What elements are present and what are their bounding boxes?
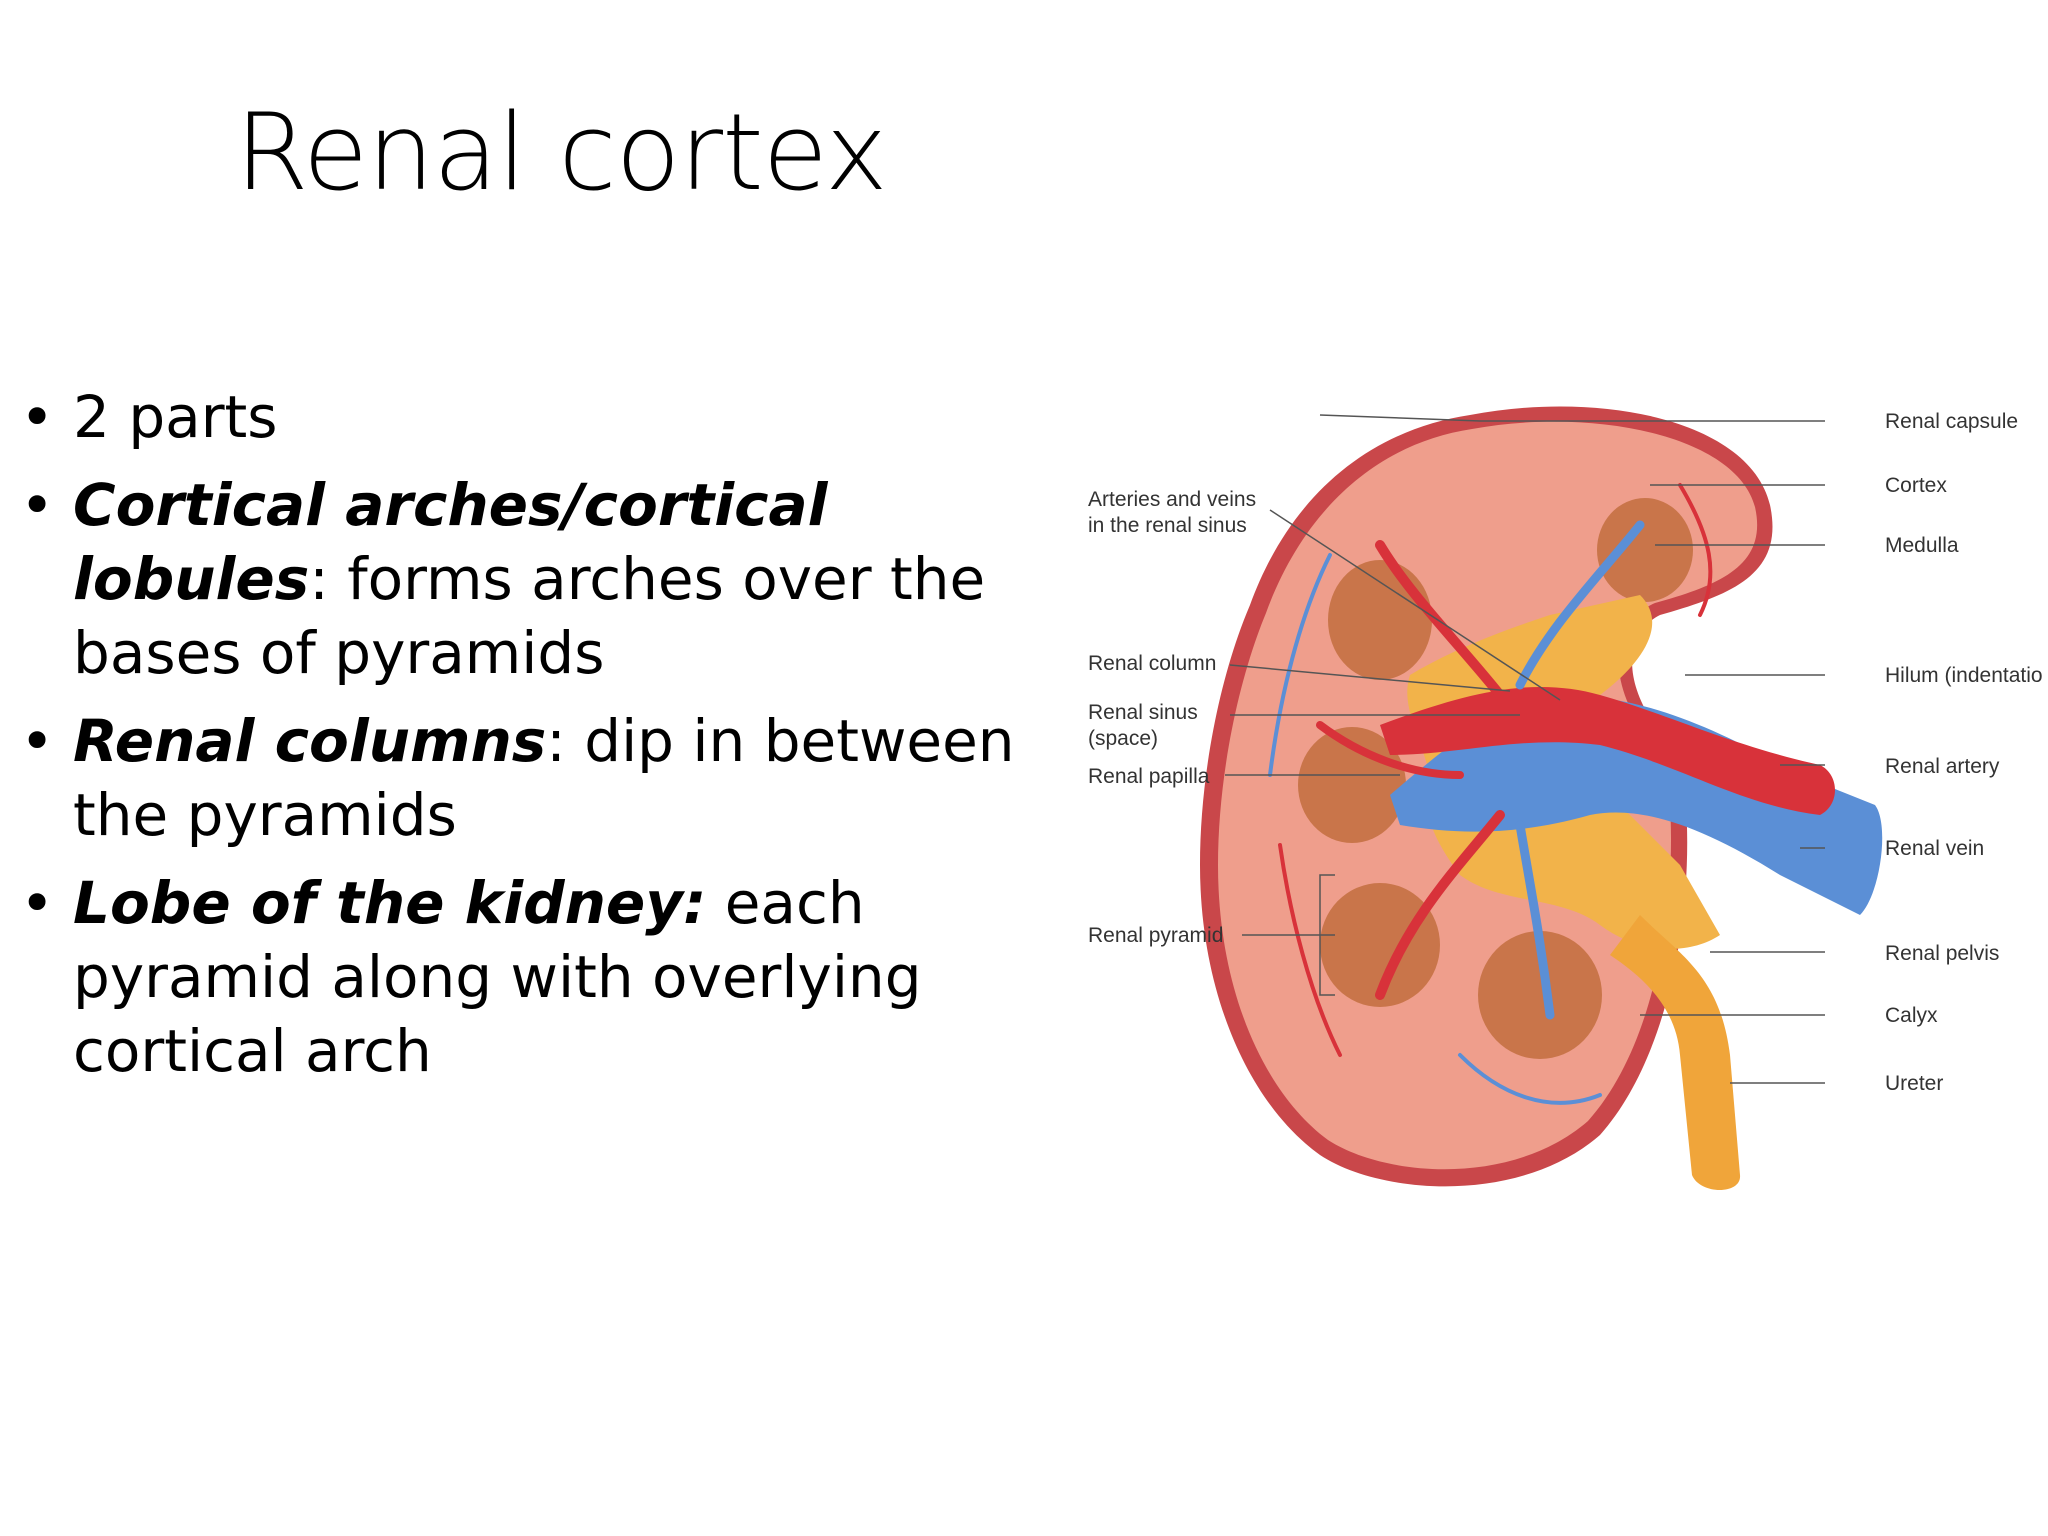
bullet-separator: : [309, 545, 329, 613]
label-renal-column: Renal column [1088, 652, 1216, 675]
bullet-term: Renal columns [73, 707, 547, 775]
renal-pyramid-shape [1328, 560, 1432, 680]
label-medulla: Medulla [1885, 534, 1959, 557]
bullet-term: Cortical arches/cortical lobules [73, 471, 828, 613]
bullet-item: • 2 parts [20, 380, 1065, 454]
leader-lines [1225, 414, 1825, 1084]
bullet-text: dip in between the pyramids [73, 707, 1015, 849]
bullet-item: • Lobe of the kidney: each pyramid along… [20, 866, 1065, 1088]
label-ureter: Ureter [1885, 1072, 1943, 1095]
bullet-marker: • [20, 869, 55, 937]
label-cortex: Cortex [1885, 474, 1947, 497]
bullet-item: • Cortical arches/cortical lobules: form… [20, 468, 1065, 690]
label-renal-pelvis: Renal pelvis [1885, 942, 1999, 965]
vessel-branches [1268, 483, 1713, 1105]
kidney-diagram: Arteries and veins in the renal sinus Re… [1088, 406, 2043, 1190]
label-renal-sinus-line2: (space) [1088, 727, 1158, 750]
bullet-text: forms arches over the bases of pyramids [73, 545, 986, 687]
bullet-text: each pyramid along with overlying cortic… [73, 869, 922, 1085]
bullet-marker: • [20, 471, 55, 539]
label-calyx: Calyx [1885, 1004, 1938, 1027]
bullet-marker: • [20, 707, 55, 775]
label-arteries-veins: Arteries and veins [1088, 488, 1256, 511]
bullet-marker: • [20, 383, 55, 451]
slide-title: Renal cortex [235, 91, 888, 214]
bullet-term: Lobe of the kidney: [73, 869, 707, 937]
label-renal-papilla: Renal papilla [1088, 765, 1210, 788]
renal-artery-shape [1380, 686, 1835, 815]
bullet-item: • Renal columns: dip in between the pyra… [20, 704, 1065, 852]
label-renal-sinus: Renal sinus [1088, 701, 1198, 724]
label-renal-capsule: Renal capsule [1885, 410, 2018, 433]
label-renal-vein: Renal vein [1885, 837, 1984, 860]
renal-vein-shape [1390, 695, 1883, 915]
bullet-text: 2 parts [73, 383, 278, 451]
ureter-shape [1610, 915, 1741, 1190]
renal-pyramid-shape [1597, 498, 1693, 602]
bullet-separator: : [546, 707, 566, 775]
renal-pyramid-shape [1478, 931, 1602, 1059]
label-hilum: Hilum (indentatio [1885, 664, 2043, 687]
renal-pyramid-shape [1320, 883, 1440, 1007]
kidney-illustration: Arteries and veins in the renal sinus Re… [1080, 395, 2048, 1225]
label-arteries-veins-line2: in the renal sinus [1088, 514, 1247, 537]
label-renal-pyramid: Renal pyramid [1088, 924, 1223, 947]
bullet-list: • 2 parts • Cortical arches/cortical lob… [20, 380, 1065, 1102]
label-renal-artery: Renal artery [1885, 755, 2000, 778]
